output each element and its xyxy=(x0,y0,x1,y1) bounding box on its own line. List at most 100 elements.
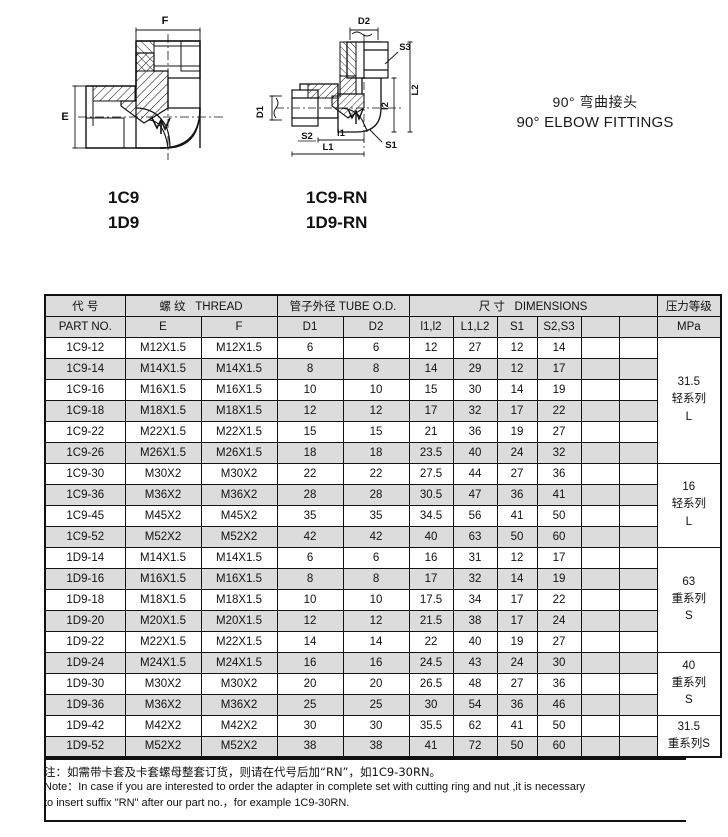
cell-dim-S1: 41 xyxy=(496,504,538,527)
note-frame-bottom xyxy=(44,820,686,822)
cell-thread-E: M52X2 xyxy=(124,735,202,758)
cell-dim-blank-2 xyxy=(618,588,658,611)
cell-thread-F: M36X2 xyxy=(200,483,278,506)
cell-dim-blank-2 xyxy=(618,693,658,716)
cell-thread-E: M24X1.5 xyxy=(124,651,202,674)
cell-dim-blank-1 xyxy=(580,714,620,737)
footer-note: 注：如需带卡套及卡套螺母整套订货，则请在代号后加“RN”，如1C9-30RN。 … xyxy=(44,764,686,812)
cell-dim-L1L2: 34 xyxy=(452,588,498,611)
dimension-E xyxy=(72,85,86,149)
spec-table: 代 号 螺 纹 THREAD 管子外径 TUBE O.D. 尺 寸 DIMENS… xyxy=(44,294,723,758)
center-lines-RN xyxy=(276,34,404,148)
pressure-line: 重系列 xyxy=(671,676,707,689)
cell-dim-L1L2: 40 xyxy=(452,630,498,653)
label-S2: S2 xyxy=(301,131,313,142)
cell-dim-l1l2: 16 xyxy=(408,546,454,569)
cell-dim-blank-2 xyxy=(618,336,658,359)
leader-S3 xyxy=(384,51,399,65)
cell-dim-S1: 27 xyxy=(496,462,538,485)
elbow-section-drawing-1C9: F E xyxy=(48,8,238,173)
header-col-blank-1 xyxy=(580,315,620,338)
drawings-band: F E xyxy=(0,0,728,250)
cell-dim-S2S3: 17 xyxy=(536,357,582,380)
cell-dim-L1L2: 31 xyxy=(452,546,498,569)
cell-tube-od-D2: 35 xyxy=(342,504,410,527)
cell-thread-E: M45X2 xyxy=(124,504,202,527)
cell-tube-od-D2: 16 xyxy=(342,651,410,674)
cell-tube-od-D2: 14 xyxy=(342,630,410,653)
cell-dim-l1l2: 17 xyxy=(408,567,454,590)
cell-thread-F: M30X2 xyxy=(200,462,278,485)
cell-thread-F: M22X1.5 xyxy=(200,420,278,443)
page-title-en: 90° ELBOW FITTINGS xyxy=(516,114,674,132)
cell-dim-L1L2: 38 xyxy=(452,609,498,632)
cell-dim-L1L2: 48 xyxy=(452,672,498,695)
label-D2: D2 xyxy=(358,16,370,27)
cell-tube-od-D1: 12 xyxy=(276,609,344,632)
cell-dim-S2S3: 27 xyxy=(536,630,582,653)
cell-tube-od-D1: 25 xyxy=(276,693,344,716)
cell-thread-E: M14X1.5 xyxy=(124,546,202,569)
cell-tube-od-D1: 16 xyxy=(276,651,344,674)
cell-dim-blank-1 xyxy=(580,420,620,443)
cell-dim-blank-2 xyxy=(618,357,658,380)
cell-tube-od-D1: 35 xyxy=(276,504,344,527)
cell-dim-blank-2 xyxy=(618,441,658,464)
cell-thread-F: M30X2 xyxy=(200,672,278,695)
cell-dim-blank-2 xyxy=(618,714,658,737)
dimension-l1 xyxy=(317,137,365,143)
header-dimensions-cn: 尺 寸 xyxy=(478,300,505,313)
cell-tube-od-D1: 6 xyxy=(276,546,344,569)
cell-thread-F: M12X1.5 xyxy=(200,336,278,359)
cell-dim-blank-2 xyxy=(618,378,658,401)
label-D1: D1 xyxy=(255,105,266,118)
cell-dim-S2S3: 41 xyxy=(536,483,582,506)
cell-thread-E: M26X1.5 xyxy=(124,441,202,464)
header-col-blank-2 xyxy=(618,315,658,338)
cell-dim-blank-2 xyxy=(618,609,658,632)
cell-thread-F: M18X1.5 xyxy=(200,588,278,611)
cell-thread-E: M12X1.5 xyxy=(124,336,202,359)
cell-dim-l1l2: 17 xyxy=(408,399,454,422)
cell-thread-F: M16X1.5 xyxy=(200,567,278,590)
cell-thread-E: M20X1.5 xyxy=(124,609,202,632)
elbow-section-drawing-1C9-RN: D2 D1 xyxy=(252,8,427,173)
cell-dim-blank-2 xyxy=(618,399,658,422)
cell-tube-od-D2: 8 xyxy=(342,357,410,380)
pressure-line: S xyxy=(684,610,693,623)
cell-tube-od-D2: 12 xyxy=(342,609,410,632)
header-col-S2S3: S2,S3 xyxy=(536,315,582,338)
cell-dim-S2S3: 17 xyxy=(536,546,582,569)
cell-tube-od-D2: 38 xyxy=(342,735,410,758)
header-col-l1l2: l1,l2 xyxy=(408,315,454,338)
cell-dim-L1L2: 27 xyxy=(452,336,498,359)
cell-dim-l1l2: 41 xyxy=(408,735,454,758)
cell-dim-l1l2: 30.5 xyxy=(408,483,454,506)
cell-thread-E: M52X2 xyxy=(124,525,202,548)
cell-dim-blank-2 xyxy=(618,525,658,548)
cell-dim-blank-1 xyxy=(580,651,620,674)
page-title-cn: 90° 弯曲接头 xyxy=(552,94,638,110)
cell-dim-L1L2: 72 xyxy=(452,735,498,758)
footer-note-en-line2: to insert suffix "RN" after our part no.… xyxy=(44,796,350,809)
header-part-no-en: PART NO. xyxy=(44,315,126,338)
cell-dim-l1l2: 30 xyxy=(408,693,454,716)
cell-dim-S1: 41 xyxy=(496,714,538,737)
cell-dim-l1l2: 27.5 xyxy=(408,462,454,485)
cell-tube-od-D2: 18 xyxy=(342,441,410,464)
cell-part-no: 1C9-12 xyxy=(44,336,126,359)
cell-part-no: 1D9-30 xyxy=(44,672,126,695)
cell-tube-od-D2: 28 xyxy=(342,483,410,506)
cell-part-no: 1C9-18 xyxy=(44,399,126,422)
label-l1-low: l1 xyxy=(337,128,346,139)
